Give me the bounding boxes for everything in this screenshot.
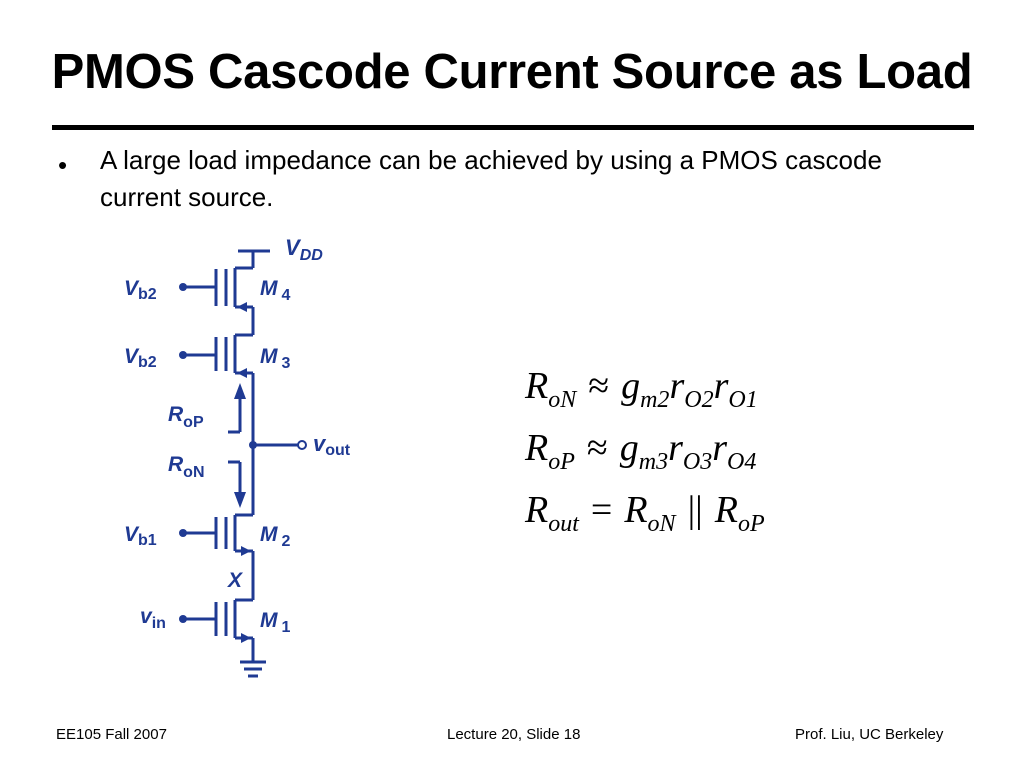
vb1-label: Vb1 [124,523,157,549]
rop-label: RoP [168,403,204,431]
footer-slide-number: Lecture 20, Slide 18 [447,726,581,743]
vin-label: vin [140,605,166,632]
node-x-label: X [227,569,244,592]
vb2-mid-label: Vb2 [124,345,157,371]
bullet-text: A large load impedance can be achieved b… [100,145,882,212]
ron-label: RoN [168,453,205,481]
bullet-marker: • [58,150,68,180]
equation-ron: RoN≈gm2rO2rO1 [525,365,758,413]
equation-rop: RoP≈gm3rO3rO4 [525,427,757,475]
vb2-top-label: Vb2 [124,277,157,303]
equation-rout: Rout=RoN||RoP [525,489,765,537]
title-divider [52,125,974,130]
footer-course: EE105 Fall 2007 [56,726,167,743]
slide-title: PMOS Cascode Current Source as Load [51,45,973,99]
equations: RoN≈gm2rO2rO1 RoP≈gm3rO3rO4 Rout=RoN||Ro… [525,355,765,541]
vdd-label: VDD [285,235,323,264]
footer-author: Prof. Liu, UC Berkeley [795,726,944,743]
vout-label: vout [313,431,351,459]
